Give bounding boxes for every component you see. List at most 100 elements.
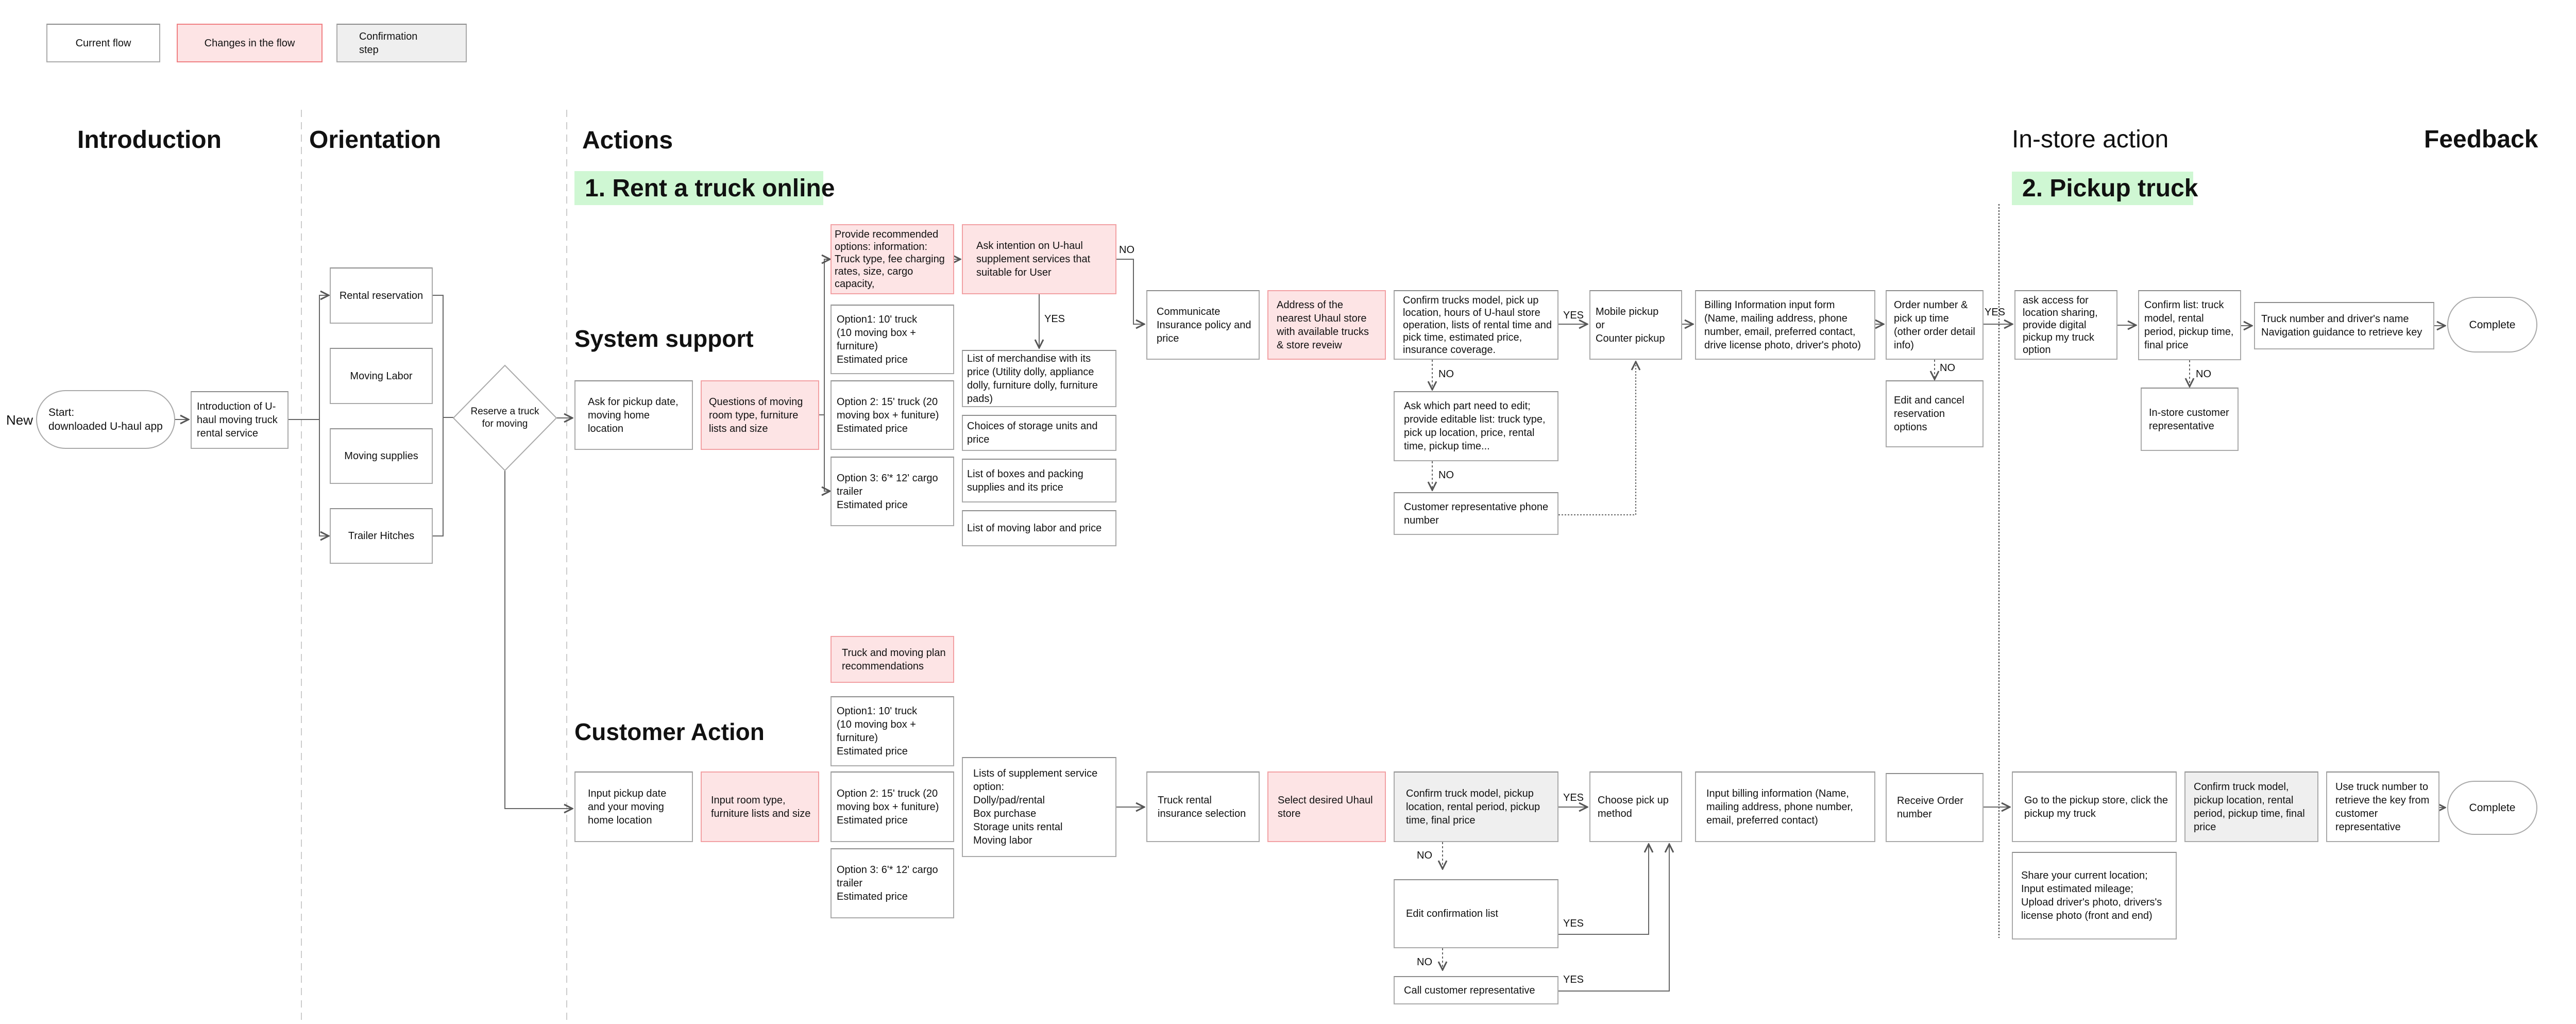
legend-confirmation-label: Confirmation step [359, 30, 418, 56]
intro-service-label: Introduction of U-haul moving truck rent… [197, 401, 278, 439]
box-label: Confirm trucks model, pick up location, … [1403, 294, 1552, 356]
system-ask-intention: Ask intention on U-haul supplement servi… [962, 224, 1116, 294]
system-confirm-trucks: Confirm trucks model, pick up location, … [1394, 290, 1558, 360]
customer-receive-order: Receive Order number [1886, 773, 1984, 842]
box-label: Confirm list: truck model, rental period… [2144, 299, 2234, 351]
legend-confirmation: Confirmation step [336, 24, 467, 62]
arrow-call-yes [1558, 844, 1669, 992]
item-label: Moving Labor [350, 370, 413, 382]
system-confirm-list: Confirm list: truck model, rental period… [2138, 290, 2241, 360]
legend-changes: Changes in the flow [177, 24, 323, 62]
no-label: NO [1119, 244, 1134, 256]
system-option-3: Option 3: 6'* 12' cargo trailer Estimate… [831, 457, 954, 526]
start-node: Start: downloaded U-haul app [36, 390, 175, 449]
orientation-moving-supplies[interactable]: Moving supplies [330, 428, 433, 484]
no-label: NO [1417, 850, 1432, 861]
yes-label: YES [1563, 974, 1584, 985]
bracket-options [824, 259, 829, 492]
system-questions: Questions of moving room type, furniture… [701, 380, 819, 450]
arrow-decision-customer [504, 471, 572, 809]
customer-edit-list: Edit confirmation list [1394, 879, 1558, 948]
no-label: NO [1438, 368, 1454, 380]
box-label: Share your current location; Input estim… [2021, 870, 2162, 921]
customer-billing: Input billing information (Name, mailing… [1695, 771, 1875, 842]
arrow-rep-to-pickup [1558, 362, 1636, 515]
system-truck-number: Truck number and driver's name Navigatio… [2254, 302, 2434, 349]
system-boxes-list: List of boxes and packing supplies and i… [962, 459, 1116, 502]
box-label: Option 3: 6'* 12' cargo trailer Estimate… [837, 472, 938, 511]
box-label: Truck and moving plan recommendations [842, 647, 946, 672]
box-label: Complete [2469, 802, 2516, 814]
box-label: Truck rental insurance selection [1158, 794, 1246, 819]
decision-diamond [452, 364, 557, 472]
system-complete-node: Complete [2447, 297, 2537, 352]
box-label: Ask which part need to edit; provide edi… [1404, 400, 1546, 452]
orientation-moving-labor[interactable]: Moving Labor [330, 348, 433, 404]
box-label: Input room type, furniture lists and siz… [711, 794, 811, 819]
system-billing-form: Billing Information input form (Name, ma… [1695, 290, 1875, 360]
system-option-1: Option1: 10' truck (10 moving box + furn… [831, 305, 954, 374]
system-insurance: Communicate Insurance policy and price [1146, 290, 1260, 360]
no-label: NO [1438, 469, 1454, 481]
arrow-intention-no [1116, 259, 1144, 324]
phase-in-store: In-store action [2012, 126, 2169, 153]
box-label: Select desired Uhaul store [1278, 794, 1373, 819]
box-label: Communicate Insurance policy and price [1157, 306, 1251, 344]
bracket-left-vertical [319, 295, 328, 536]
box-label: Input pickup date and your moving home l… [588, 787, 667, 826]
box-label: Ask for pickup date, moving home locatio… [588, 396, 679, 434]
system-merchandise-list: List of merchandise with its price (Util… [962, 350, 1116, 407]
box-label: Customer representative phone number [1404, 501, 1549, 526]
no-label: NO [2196, 368, 2211, 380]
yes-label: YES [1563, 310, 1584, 321]
box-label: List of moving labor and price [967, 523, 1102, 534]
customer-confirm-truck: Confirm truck model, pickup location, re… [1394, 771, 1558, 842]
box-label: Lists of supplement service option: Doll… [973, 768, 1098, 846]
item-label: Moving supplies [344, 450, 418, 462]
box-label: List of merchandise with its price (Util… [967, 352, 1098, 405]
yes-label: YES [1563, 792, 1584, 803]
customer-complete-node: Complete [2447, 781, 2537, 835]
box-label: Provide recommended options: information… [835, 229, 945, 290]
box-label: Confirm truck model, pickup location, re… [2194, 781, 2305, 833]
box-label: Order number & pick up time (other order… [1894, 299, 1975, 351]
legend-changes-label: Changes in the flow [204, 37, 295, 49]
box-label: Option 2: 15' truck (20 moving box + fun… [837, 787, 939, 826]
box-label: Ask intention on U-haul supplement servi… [976, 240, 1091, 278]
section-pickup-truck: 2. Pickup truck [2012, 172, 2198, 205]
system-provide-options: Provide recommended options: information… [831, 224, 954, 294]
legend-current-label: Current flow [75, 37, 131, 49]
system-nearest-store: Address of the nearest Uhaul store with … [1267, 290, 1386, 360]
box-label: Edit confirmation list [1406, 908, 1498, 919]
box-label: Choices of storage units and price [967, 421, 1098, 445]
yes-label: YES [1563, 918, 1584, 929]
arrow-edit-yes [1558, 844, 1649, 935]
orientation-rental-reservation[interactable]: Rental reservation [330, 267, 433, 324]
customer-input-pickup: Input pickup date and your moving home l… [574, 771, 693, 842]
customer-input-room: Input room type, furniture lists and siz… [701, 771, 819, 842]
item-label: Rental reservation [339, 290, 423, 301]
box-label: Questions of moving room type, furniture… [709, 396, 803, 434]
box-label: Receive Order number [1897, 795, 1963, 820]
customer-plan-recommendations: Truck and moving plan recommendations [831, 636, 954, 683]
box-label: Mobile pickup or Counter pickup [1596, 306, 1665, 344]
lane-system-support: System support [574, 325, 754, 352]
box-label: Choose pick up method [1598, 794, 1669, 819]
customer-option-3: Option 3: 6'* 12' cargo trailer Estimate… [831, 848, 954, 918]
box-label: Billing Information input form (Name, ma… [1704, 299, 1861, 351]
box-label: Use truck number to retrieve the key fro… [2335, 781, 2430, 833]
box-label: ask access for location sharing, provide… [2023, 294, 2098, 356]
box-label: Call customer representative [1404, 984, 1535, 996]
system-order-number: Order number & pick up time (other order… [1886, 290, 1984, 360]
yes-label: YES [1985, 307, 2006, 318]
no-label: NO [1940, 362, 1955, 374]
system-edit-cancel: Edit and cancel reservation options [1886, 380, 1984, 447]
box-label: Option1: 10' truck (10 moving box + furn… [837, 706, 918, 757]
customer-option-2: Option 2: 15' truck (20 moving box + fun… [831, 771, 954, 842]
system-storage-units: Choices of storage units and price [962, 415, 1116, 451]
orientation-trailer-hitches[interactable]: Trailer Hitches [330, 508, 433, 564]
system-ask-access: ask access for location sharing, provide… [2014, 290, 2117, 360]
box-label: Option1: 10' truck (10 moving box + furn… [837, 313, 918, 365]
system-option-2: Option 2: 15' truck (20 moving box + fun… [831, 380, 954, 450]
